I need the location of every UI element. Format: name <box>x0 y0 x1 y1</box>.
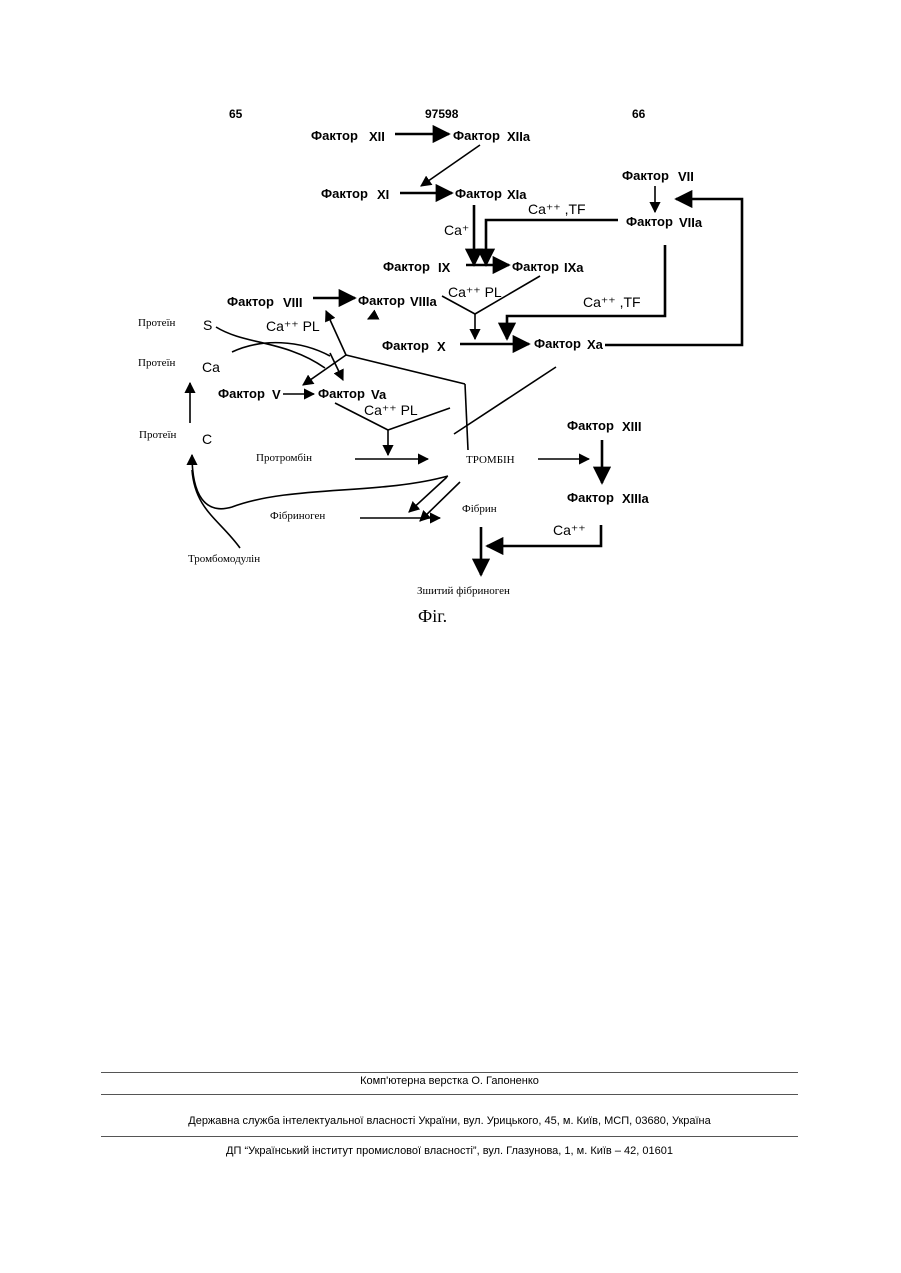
svg-text:Фактор: Фактор <box>534 336 581 351</box>
figure-caption: Фіг. <box>418 606 447 626</box>
label-ca-tf-1: Ca⁺⁺ ,TF <box>528 201 586 217</box>
label-factor-vii: Фактор VII <box>622 168 694 184</box>
coagulation-cascade-diagram: Фактор XII Фактор XIIa Фактор XI Фактор … <box>0 0 901 660</box>
svg-text:XII: XII <box>369 129 385 144</box>
svg-text:Фактор: Фактор <box>453 128 500 143</box>
label-factor-xiiia: Фактор XIIIa <box>567 490 650 506</box>
label-protein-c: Протеїн <box>139 429 177 441</box>
svg-text:V: V <box>272 387 281 402</box>
svg-text:X: X <box>437 339 446 354</box>
curve-protein-ca <box>232 343 330 356</box>
svg-text:XI: XI <box>377 187 389 202</box>
arrow-to-viiia <box>326 311 346 355</box>
svg-text:IXa: IXa <box>564 260 584 275</box>
svg-text:VIII: VIII <box>283 295 303 310</box>
label-ca-pl-3: Ca⁺⁺ PL <box>364 402 418 418</box>
label-factor-v: Фактор V <box>218 386 281 402</box>
label-crosslinked: Зшитий фібриноген <box>417 585 510 597</box>
label-ca-single: Ca⁺ <box>444 222 469 238</box>
svg-text:Фактор: Фактор <box>567 490 614 505</box>
svg-text:XIa: XIa <box>507 187 527 202</box>
label-factor-xii: Фактор XII <box>311 128 385 144</box>
label-protein-s: Протеїн <box>138 317 176 329</box>
label-factor-xi: Фактор XI <box>321 186 389 202</box>
label-ca-pl-1: Ca⁺⁺ PL <box>448 284 502 300</box>
label-ca-pl-2: Ca⁺⁺ PL <box>266 318 320 334</box>
svg-text:VII: VII <box>678 169 694 184</box>
svg-text:Фактор: Фактор <box>227 294 274 309</box>
footer-rule-middle <box>101 1094 798 1095</box>
svg-text:XIIa: XIIa <box>507 129 531 144</box>
letter-protein-ca: Ca <box>202 359 220 375</box>
label-ca-double: Ca⁺⁺ <box>553 522 586 538</box>
svg-text:Фактор: Фактор <box>455 186 502 201</box>
curve-thrombin-to-protein-c <box>192 455 448 509</box>
label-factor-va: Фактор Va <box>318 386 387 402</box>
letter-protein-c: C <box>202 431 212 447</box>
label-factor-xa: Фактор Xa <box>534 336 604 352</box>
svg-text:Фактор: Фактор <box>567 418 614 433</box>
svg-text:XIIIa: XIIIa <box>622 491 650 506</box>
footer-rule-bottom <box>101 1136 798 1137</box>
label-factor-x: Фактор X <box>382 338 446 354</box>
label-factor-xiii: Фактор XIII <box>567 418 642 434</box>
arrow-to-va <box>330 353 343 380</box>
label-fibrinogen: Фібриноген <box>270 510 325 522</box>
arrow-xiia-activates-xi <box>421 145 480 186</box>
svg-text:Фактор: Фактор <box>512 259 559 274</box>
line-xa-to-thrombin <box>454 367 556 434</box>
footer-institute: ДП “Український інститут промислової вла… <box>101 1145 798 1157</box>
label-factor-viii: Фактор VIII <box>227 294 303 310</box>
svg-text:XIII: XIII <box>622 419 642 434</box>
svg-text:VIIIa: VIIIa <box>410 294 438 309</box>
svg-text:VIIa: VIIa <box>679 215 703 230</box>
line-thrombin-feedback-b <box>465 384 468 450</box>
svg-text:Xa: Xa <box>587 337 604 352</box>
svg-text:Фактор: Фактор <box>318 386 365 401</box>
footer-layout-credit: Комп'ютерна верстка О. Гапоненко <box>101 1075 798 1087</box>
svg-text:Фактор: Фактор <box>218 386 265 401</box>
svg-text:Фактор: Фактор <box>382 338 429 353</box>
letter-protein-s: S <box>203 317 212 333</box>
label-ca-tf-2: Ca⁺⁺ ,TF <box>583 294 641 310</box>
label-thrombin: ТРОМБІН <box>466 454 515 466</box>
label-fibrin: Фібрин <box>462 503 497 515</box>
footer-service: Державна служба інтелектуальної власност… <box>101 1115 798 1127</box>
footer-rule-top <box>101 1072 798 1073</box>
label-factor-xiia: Фактор XIIa <box>453 128 531 144</box>
label-factor-ix: Фактор IX <box>383 259 451 275</box>
svg-text:IX: IX <box>438 260 451 275</box>
svg-text:Фактор: Фактор <box>383 259 430 274</box>
svg-text:Фактор: Фактор <box>622 168 669 183</box>
label-factor-viia: Фактор VIIa <box>626 214 703 230</box>
label-thrombomodulin: Тромбомодулін <box>188 553 260 565</box>
arrow-viiia-short <box>368 315 376 319</box>
label-factor-xia: Фактор XIa <box>455 186 527 202</box>
label-factor-viiia: Фактор VIIIa <box>358 293 438 309</box>
line-thrombin-feedback-a <box>346 355 465 384</box>
label-prothrombin: Протромбін <box>256 452 312 464</box>
svg-text:Фактор: Фактор <box>358 293 405 308</box>
svg-text:Фактор: Фактор <box>321 186 368 201</box>
label-protein-ca: Протеїн <box>138 357 176 369</box>
arrow-thrombin-to-fibrin-b <box>420 482 460 521</box>
svg-text:Фактор: Фактор <box>311 128 358 143</box>
svg-text:Фактор: Фактор <box>626 214 673 229</box>
svg-text:Va: Va <box>371 387 387 402</box>
label-factor-ixa: Фактор IXa <box>512 259 584 275</box>
